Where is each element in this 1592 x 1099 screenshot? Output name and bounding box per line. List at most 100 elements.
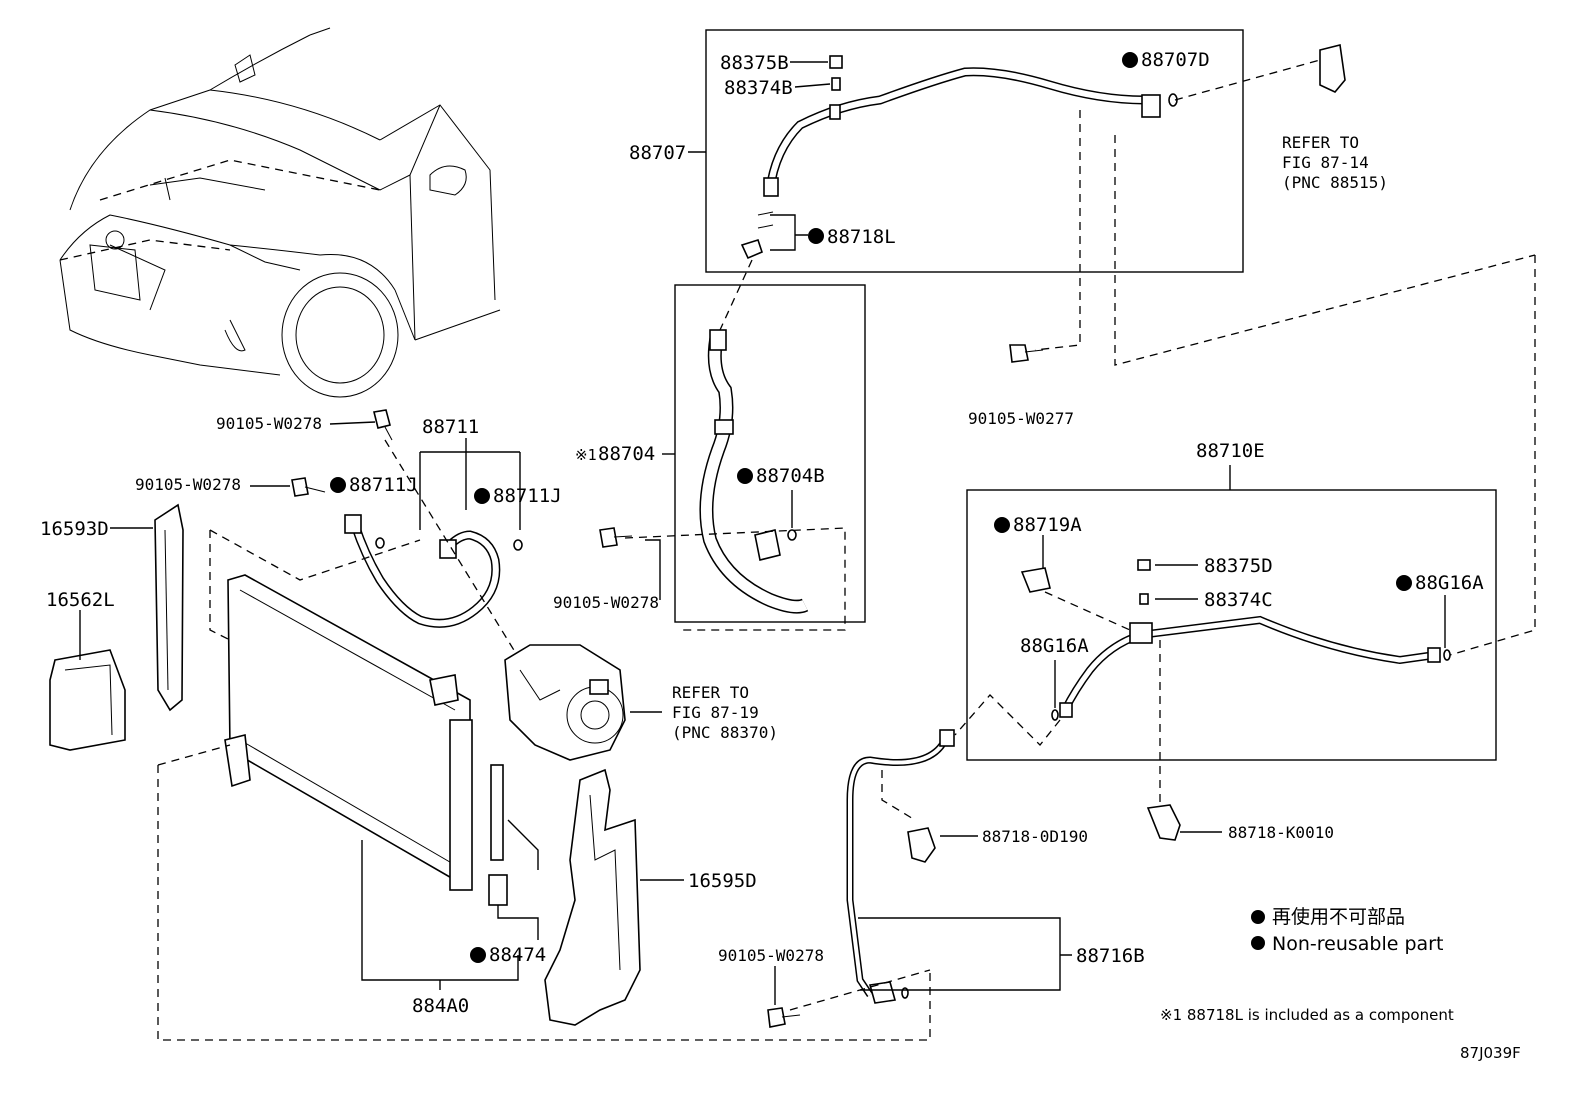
legend-jp: 再使用不可部品 [1272,906,1405,928]
bolt-90105-W0278-b-icon [291,477,326,497]
label-90105-W0278-d: 90105-W0278 [718,946,824,965]
box-88707 [705,29,1244,273]
non-reusable-dot [474,488,490,504]
box-88704 [674,284,866,623]
label-16595D: 16595D [688,870,757,892]
dash-condenser-top [209,529,421,581]
refer1-line3: (PNC 88515) [1282,173,1388,192]
label-88474: 88474 [489,944,546,966]
seal-16562L [49,649,126,751]
dash-88711-compressor [384,439,521,661]
label-90105-W0277: 90105-W0277 [968,409,1074,428]
dash-88718-0D190 [881,770,916,821]
cap-88375D-icon [1137,559,1151,571]
oring-88704B-icon [787,529,797,541]
non-reusable-dot [470,947,486,963]
label-88G16A-b: 88G16A [1415,572,1484,594]
bolt-90105-W0278-c-icon [599,527,633,548]
dash-condenser-left [209,530,231,641]
oring-88G16A-a-icon [1051,709,1059,721]
label-88718-K0010: 88718-K0010 [1228,823,1334,842]
hose-88704 [699,329,809,614]
label-88707: 88707 [629,142,686,164]
valve-88719A-icon [1020,567,1051,593]
drier-88474 [488,764,508,906]
label-90105-W0278-a: 90105-W0278 [216,414,322,433]
vehicle-dash-a [59,239,231,261]
non-reusable-dot [994,517,1010,533]
label-88716B: 88716B [1076,945,1145,967]
pipe-88707 [763,67,1161,197]
dash-condenser-bottom [157,765,931,1041]
refer1-line1: REFER TO [1282,133,1359,152]
label-88707D: 88707D [1141,49,1210,71]
hose-88711 [344,514,501,628]
pipe-88710E [1059,615,1441,718]
label-88718-0D190: 88718-0D190 [982,827,1088,846]
part-88515-icon [1319,44,1346,93]
sensor-88718-K0010-icon [1146,804,1181,841]
refer2-line3: (PNC 88370) [672,723,778,742]
legend-dot-en [1251,936,1265,950]
box-88710E [966,489,1497,761]
oring-88711J-b-icon [513,539,523,551]
label-88G16A-a: 88G16A [1020,635,1089,657]
label-88711: 88711 [422,416,479,438]
legend-dot-jp [1251,910,1265,924]
dash-88G16A-a [954,694,1061,746]
label-90105-W0278-b: 90105-W0278 [135,475,241,494]
non-reusable-dot [1396,575,1412,591]
label-88710E: 88710E [1196,440,1265,462]
dash-88710E-connect [1114,135,1536,366]
refer2-line1: REFER TO [672,683,749,702]
label-16562L: 16562L [46,589,115,611]
label-88374B: 88374B [724,77,793,99]
figure-id: 87J039F [1460,1044,1521,1062]
refer2-line2: FIG 87-19 [672,703,759,722]
non-reusable-dot [330,477,346,493]
seal-16593D [154,503,184,712]
valve-88374C-icon [1139,593,1149,605]
leader-lines [79,61,1446,991]
non-reusable-dot [808,228,824,244]
orings-88718L-icon [740,211,774,260]
sensor-88718-0D190-icon [907,827,936,863]
dash-w0277 [1034,110,1081,351]
dash-88719A [1044,591,1131,631]
label-88704B: 88704B [756,465,825,487]
bolt-90105-W0277-icon [1009,344,1044,363]
dash-88G16A-connect [1449,255,1536,656]
oring-88G16A-b-icon [1443,649,1451,661]
label-16593D: 16593D [40,518,109,540]
compressor [504,644,626,761]
valve-88374B-icon [831,77,841,91]
dash-88704 [719,259,753,331]
non-reusable-dot [1122,52,1138,68]
label-88711J-a: 88711J [349,474,418,496]
label-884A0: 884A0 [412,995,469,1017]
condenser-884A0 [224,574,473,891]
label-88719A: 88719A [1013,514,1082,536]
vehicle-illustration [59,27,501,398]
label-88711J-b: 88711J [493,485,562,507]
pipe-88716B [846,729,955,1004]
label-88374C: 88374C [1204,589,1273,611]
vehicle-dash-b [99,159,381,201]
label-88704-prefix: ※1 [575,446,597,464]
label-88718L: 88718L [827,226,896,248]
seal-16595D [544,768,641,1026]
footnote: ※1 88718L is included as a component [1160,1006,1454,1024]
legend-en: Non-reusable part [1272,933,1443,955]
label-88704: 88704 [598,443,655,465]
label-88375D: 88375D [1204,555,1273,577]
bolt-90105-W0278-d-icon [767,1007,801,1028]
label-88375B: 88375B [720,52,789,74]
dash-condenser-bottom-b [157,744,231,766]
bolt-90105-W0278-a-icon [373,409,393,441]
cap-88375B-icon [829,55,843,69]
oring-88711J-a-icon [375,537,385,549]
label-90105-W0278-c: 90105-W0278 [553,593,659,612]
non-reusable-dot [737,468,753,484]
